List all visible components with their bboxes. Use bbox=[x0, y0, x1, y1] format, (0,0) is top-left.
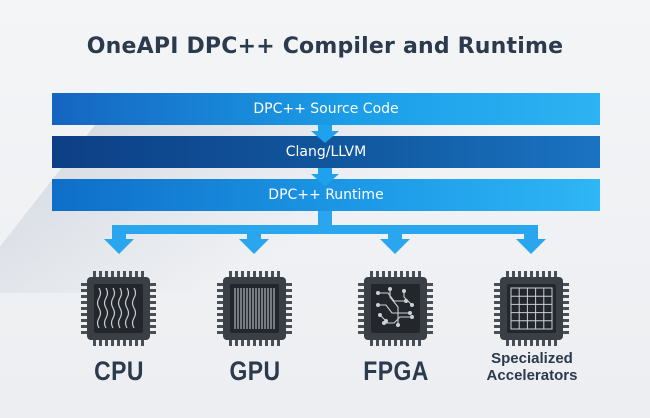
cpu-chip-icon bbox=[81, 271, 156, 346]
arrow-clang-to-runtime bbox=[311, 168, 339, 186]
accelerator-chip-icon bbox=[494, 271, 569, 346]
gpu-chip-icon bbox=[217, 271, 292, 346]
target-label-fpga: FPGA bbox=[363, 356, 429, 386]
target-label-cpu: CPU bbox=[94, 356, 144, 386]
distribution-arrows bbox=[104, 211, 546, 254]
fpga-chip-icon bbox=[358, 271, 433, 346]
target-label-specialized-accelerators: Specialized Accelerators bbox=[486, 350, 578, 384]
layer-runtime-label: DPC++ Runtime bbox=[268, 187, 384, 203]
diagram-title: OneAPI DPC++ Compiler and Runtime bbox=[86, 34, 564, 59]
arrow-source-to-clang bbox=[311, 125, 339, 143]
layer-clang-llvm-label: Clang/LLVM bbox=[285, 144, 367, 160]
layer-source-code: DPC++ Source Code bbox=[52, 93, 600, 125]
layer-source-code-label: DPC++ Source Code bbox=[253, 101, 399, 117]
target-label-gpu: GPU bbox=[229, 356, 281, 386]
